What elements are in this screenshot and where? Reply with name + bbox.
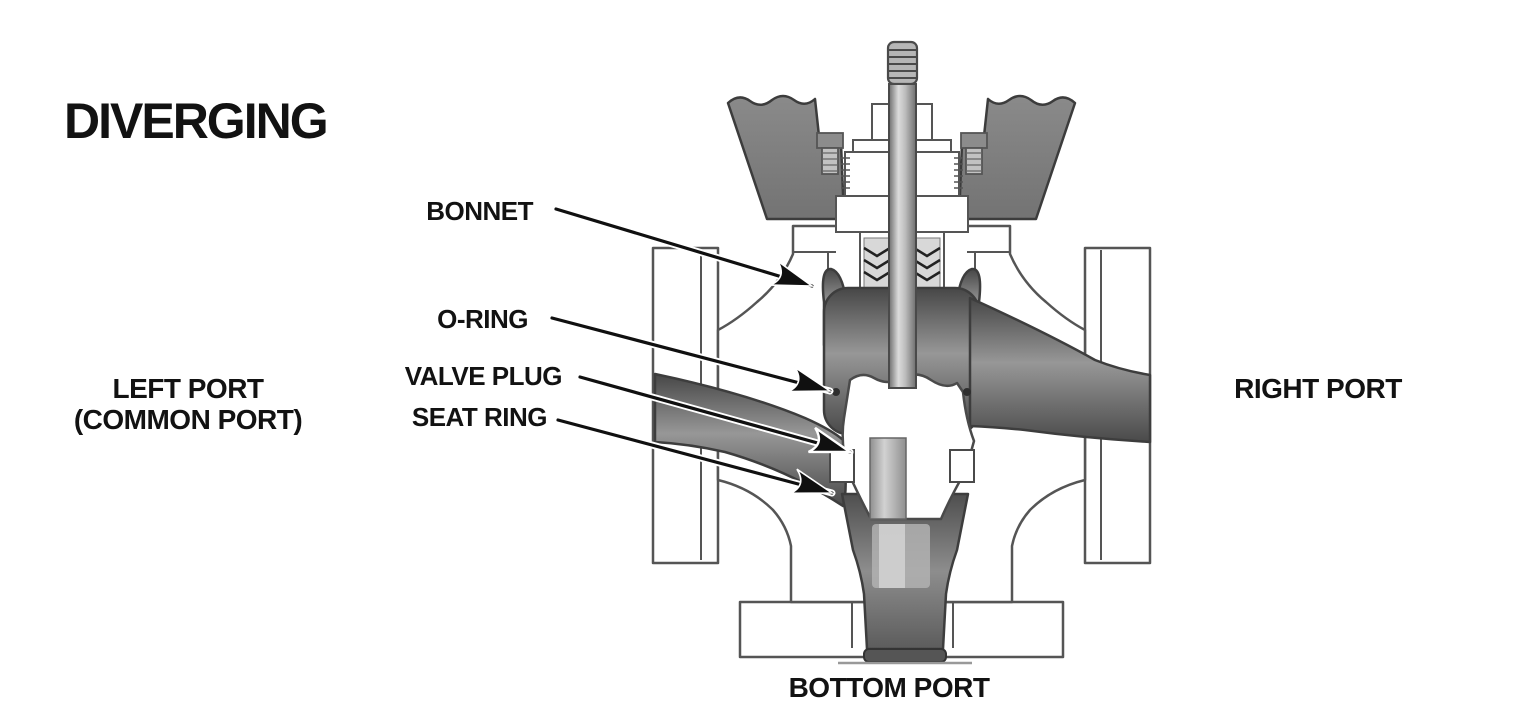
funnel-inner-shine xyxy=(879,524,905,588)
arrowhead-icon xyxy=(807,426,854,454)
leader-arrow-o-ring xyxy=(548,314,834,395)
yoke-leg-left xyxy=(726,94,846,221)
seat-rings xyxy=(829,449,975,483)
plug-lower-stem xyxy=(869,437,907,520)
arrowhead-icon xyxy=(770,260,815,287)
leader-arrows xyxy=(548,205,854,497)
stem-threads xyxy=(889,49,916,79)
left-port-line1: LEFT PORT xyxy=(112,373,264,404)
left-port-passage xyxy=(653,372,847,508)
yoke-leg-right xyxy=(957,94,1077,221)
right-port-passage xyxy=(968,296,1152,444)
valve-stem xyxy=(886,40,919,389)
bottom-port-label: BOTTOM PORT xyxy=(788,672,990,703)
bottom-port-lip xyxy=(863,648,947,663)
leader-arrow-bonnet xyxy=(552,205,816,290)
callout-label-seat-ring: SEAT RING xyxy=(411,402,548,432)
page-title: DIVERGING xyxy=(64,93,329,149)
right-port-label: RIGHT PORT xyxy=(1234,373,1402,404)
seat-ring-right xyxy=(949,449,975,483)
arrowhead-icon xyxy=(790,468,835,495)
callout-label-o-ring: O-RING xyxy=(437,304,528,334)
leader-arrow-seat-ring xyxy=(554,416,836,497)
arrowhead-icon xyxy=(788,366,833,393)
thread-marks xyxy=(841,157,963,189)
o-ring-right xyxy=(963,388,971,396)
left-port-label: LEFT PORT (COMMON PORT) xyxy=(38,373,338,435)
leader-arrow-valve-plug xyxy=(576,373,854,456)
left-port-line2: (COMMON PORT) xyxy=(73,404,303,435)
o-ring-left xyxy=(832,388,840,396)
callout-label-valve-plug: VALVE PLUG xyxy=(404,361,563,391)
bonnet-bolts xyxy=(816,132,988,175)
callout-label-bonnet: BONNET xyxy=(426,196,533,226)
packing-rings xyxy=(863,237,941,289)
